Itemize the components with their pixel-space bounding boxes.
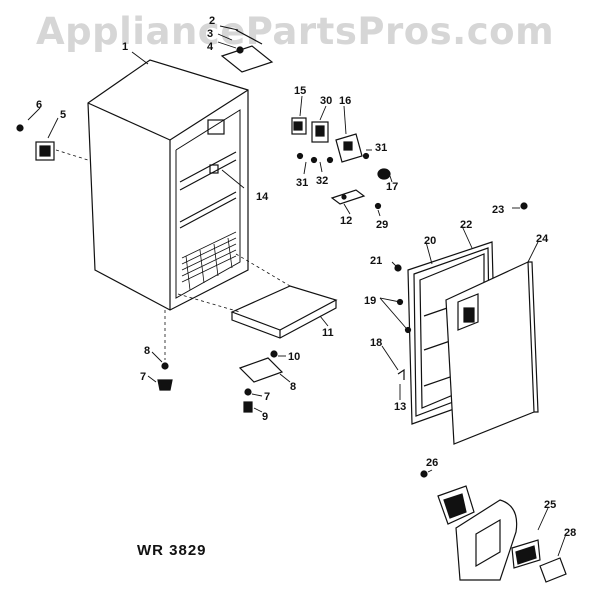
bottom-hinge xyxy=(238,350,284,413)
mount-bracket xyxy=(330,189,382,210)
leader-lines xyxy=(27,25,567,557)
callout-24: 23 xyxy=(492,204,504,216)
callout-9: 8 xyxy=(290,381,296,393)
callout-10: 9 xyxy=(262,411,268,423)
watermark: AppliancePartsPros.com xyxy=(36,10,555,53)
cabinet xyxy=(87,59,249,311)
callout-7b: 7 xyxy=(264,391,270,403)
callout-23: 22 xyxy=(460,219,472,231)
callout-30: 30 xyxy=(320,95,332,107)
callouts: 2 3 4 1 6 5 14 15 30 16 31 17 31 32 12 2… xyxy=(36,15,576,539)
callout-8: 8 xyxy=(144,345,150,357)
callout-17: 16 xyxy=(339,95,351,107)
model-label: WR 3829 xyxy=(137,542,207,559)
callout-21: 20 xyxy=(424,235,436,247)
callout-28: 28 xyxy=(564,527,576,539)
leveling-leg xyxy=(157,310,173,391)
callout-18: 17 xyxy=(386,181,398,193)
callout-7a: 7 xyxy=(140,371,146,383)
drip-tray xyxy=(177,253,338,339)
callout-13: 12 xyxy=(340,215,352,227)
callout-26: 25 xyxy=(544,499,556,511)
callout-19: 18 xyxy=(370,337,382,349)
callout-4: 4 xyxy=(207,41,214,53)
callout-31b: 31 xyxy=(296,177,308,189)
top-hinge xyxy=(220,29,274,73)
callout-2: 2 xyxy=(209,15,215,27)
callout-27: 26 xyxy=(426,457,438,469)
thermostat-assembly xyxy=(291,117,391,180)
callout-6: 6 xyxy=(36,99,42,111)
callout-25: 24 xyxy=(536,233,549,245)
handle-assembly xyxy=(420,470,567,583)
callout-1: 1 xyxy=(122,41,128,53)
callout-20: 19 xyxy=(364,295,376,307)
callout-3: 3 xyxy=(207,28,213,40)
door-panel xyxy=(445,202,539,445)
side-bracket xyxy=(16,124,89,161)
callout-16: 15 xyxy=(294,85,306,97)
callout-22: 21 xyxy=(370,255,382,267)
callout-32: 32 xyxy=(316,175,328,187)
callout-31a: 31 xyxy=(375,142,387,154)
callout-14: 13 xyxy=(394,401,406,413)
callout-15: 14 xyxy=(256,191,269,203)
callout-11: 10 xyxy=(288,351,300,363)
callout-5: 5 xyxy=(60,109,66,121)
callout-29: 29 xyxy=(376,219,388,231)
callout-12: 11 xyxy=(322,327,334,339)
